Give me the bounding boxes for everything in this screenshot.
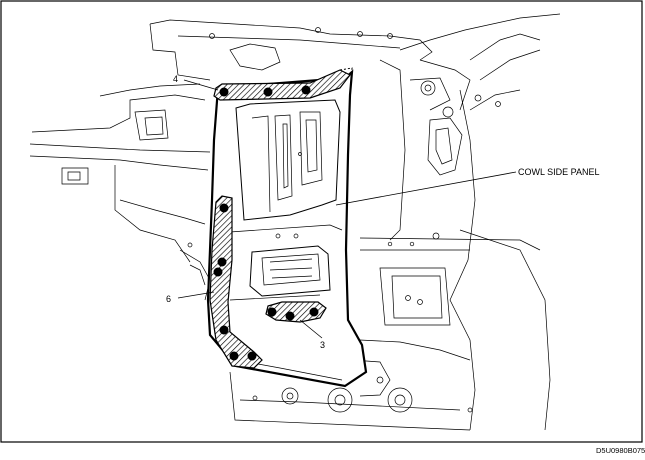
callout-4-label: 4 xyxy=(173,74,178,84)
leader-lines xyxy=(177,79,517,339)
spot-weld xyxy=(267,307,277,317)
cowl-side-panel xyxy=(206,67,368,388)
spot-weld xyxy=(219,325,229,335)
spot-weld xyxy=(301,85,311,95)
spot-weld xyxy=(219,87,229,97)
leader-3 xyxy=(299,319,323,339)
figure-frame xyxy=(0,0,643,443)
callout-6-label: 6 xyxy=(166,294,171,304)
cowl-side-panel-label: COWL SIDE PANEL xyxy=(518,167,600,177)
spot-weld xyxy=(229,351,239,361)
background-body-structure xyxy=(29,13,561,431)
weld-region-6 xyxy=(209,195,263,369)
figure-code: D5U0980B075 xyxy=(596,446,645,455)
callout-3-label: 3 xyxy=(320,340,325,350)
leader-cowl-side-panel xyxy=(335,171,517,206)
weld-region-4 xyxy=(213,69,351,101)
spot-weld xyxy=(213,267,223,277)
spot-weld xyxy=(285,311,295,321)
spot-weld xyxy=(309,307,319,317)
leader-4 xyxy=(183,79,219,91)
spot-weld xyxy=(219,203,229,213)
spot-weld xyxy=(263,87,273,97)
spot-weld xyxy=(217,257,227,267)
spot-weld xyxy=(247,351,257,361)
weld-region-3 xyxy=(265,301,327,323)
leader-6 xyxy=(177,291,215,299)
